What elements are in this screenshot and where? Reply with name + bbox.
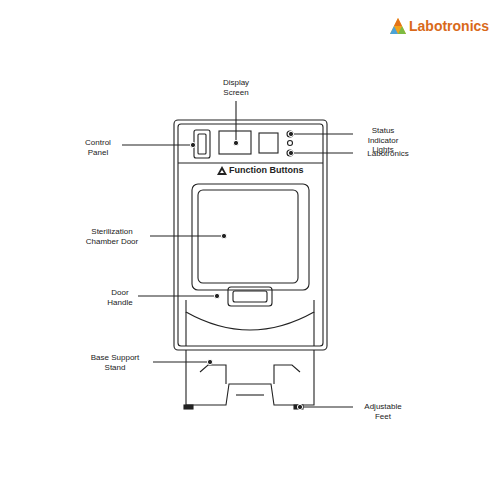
callout-label: Control Panel bbox=[76, 138, 120, 157]
callout-label: Labotronics bbox=[355, 149, 421, 159]
callout-label: Base Support Stand bbox=[80, 353, 150, 372]
callout-label: Adjustable Feet bbox=[356, 402, 410, 421]
brand-logo: Labotronics bbox=[409, 18, 489, 35]
callout-label: Sterilization Chamber Door bbox=[76, 227, 148, 246]
callout-label: Door Handle bbox=[104, 288, 136, 307]
machine-brand: Function Buttons bbox=[229, 165, 303, 176]
callout-label: Display Screen bbox=[214, 78, 258, 97]
